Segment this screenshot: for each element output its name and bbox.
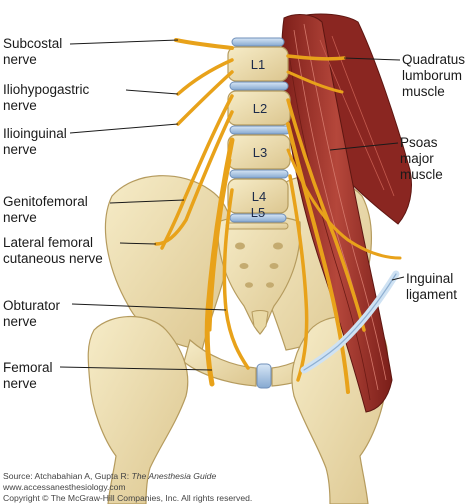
right-iliohypogastric-nerve — [286, 70, 344, 94]
vertebra-label-l5: L5 — [251, 205, 265, 220]
intervertebral-disc — [229, 169, 289, 179]
label-lateral-femoral-cutaneous-nerve: Lateral femoral cutaneous nerve — [3, 235, 103, 266]
left-femur — [87, 315, 189, 504]
sacral-foramen — [245, 282, 253, 288]
sacral-foramen — [273, 242, 283, 250]
right-obturator-nerve — [288, 174, 309, 382]
label-iliohypogastric-nerve: Iliohypogastric nerve — [3, 82, 90, 113]
leader-genitofemoral — [109, 199, 185, 204]
leader-ilioinguinal — [69, 123, 179, 134]
vertebra-label-l4: L4 — [252, 189, 266, 204]
vertebra-label-l1: L1 — [251, 57, 265, 72]
leader-subcostal — [69, 39, 179, 45]
label-ilioinguinal-nerve: Ilioinguinal nerve — [3, 126, 67, 157]
obturator-nerve — [222, 188, 250, 370]
leader-lines — [59, 39, 405, 371]
iliohypogastric-nerve — [176, 58, 234, 96]
ilioinguinal-nerve — [176, 70, 234, 126]
femoral-nerve-root — [208, 158, 232, 332]
sacral-foramen — [269, 263, 279, 269]
sacral-foramen — [239, 263, 249, 269]
right-lateral-femoral-cutaneous-nerve — [286, 148, 402, 260]
leader-femoral — [59, 366, 213, 371]
leader-obturator — [71, 303, 227, 311]
muscle-fiber — [293, 29, 379, 391]
subcostal-nerve — [174, 38, 234, 50]
label-quadratus-lumborum-muscle: Quadratus lumborum muscle — [402, 52, 466, 99]
lateral-femoral-cutaneous-nerve — [154, 110, 234, 246]
femoral-nerve — [204, 137, 235, 387]
muscle-fiber — [289, 59, 371, 401]
right-subcostal-nerve — [286, 54, 346, 61]
genitofemoral-nerve — [160, 94, 234, 250]
copyright-credit: Copyright © The McGraw-Hill Companies, I… — [3, 493, 253, 503]
label-genitofemoral-nerve: Genitofemoral nerve — [3, 194, 88, 225]
sacral-foramen — [235, 242, 245, 250]
source-credit: Source: Atchabahian A, Gupta R: The Anes… — [3, 471, 216, 481]
vertebral-body-l4 — [227, 178, 289, 214]
vertebral-body-l1 — [227, 46, 289, 82]
leader-iliohypogastric — [125, 89, 179, 95]
coccyx — [251, 310, 269, 335]
muscle-fiber — [303, 23, 387, 381]
leader-inguinal-ligament — [391, 276, 405, 281]
vertebral-body-l5-lip — [225, 222, 289, 230]
label-inguinal-ligament: Inguinal ligament — [406, 271, 458, 302]
vertebra-label-l3: L3 — [253, 145, 267, 160]
source-prefix: Source: Atchabahian A, Gupta R: — [3, 471, 132, 481]
sacral-foramen — [266, 282, 274, 288]
intervertebral-disc — [229, 81, 289, 91]
leader-quadratus-lumborum — [343, 57, 401, 61]
label-psoas-major-muscle: Psoas major muscle — [400, 135, 443, 182]
inguinal-ligament-outline — [303, 273, 397, 371]
label-obturator-nerve: Obturator nerve — [3, 298, 61, 329]
source-title: The Anesthesia Guide — [131, 471, 217, 481]
pubic-symphysis — [256, 363, 272, 389]
intervertebral-disc — [231, 37, 285, 47]
vertebra-label-l2: L2 — [253, 101, 267, 116]
intervertebral-disc — [229, 125, 291, 135]
right-genitofemoral-nerve — [286, 98, 366, 332]
website-credit: www.accessanesthesiology.com — [3, 482, 126, 492]
nerve-group — [154, 38, 402, 394]
muscle-fiber — [331, 35, 395, 197]
leader-psoas-major — [329, 142, 399, 151]
label-subcostal-nerve: Subcostal nerve — [3, 36, 63, 67]
leader-lateral-femoral-cutaneous — [119, 242, 157, 245]
label-femoral-nerve: Femoral nerve — [3, 360, 53, 391]
right-femoral-nerve — [286, 122, 350, 394]
